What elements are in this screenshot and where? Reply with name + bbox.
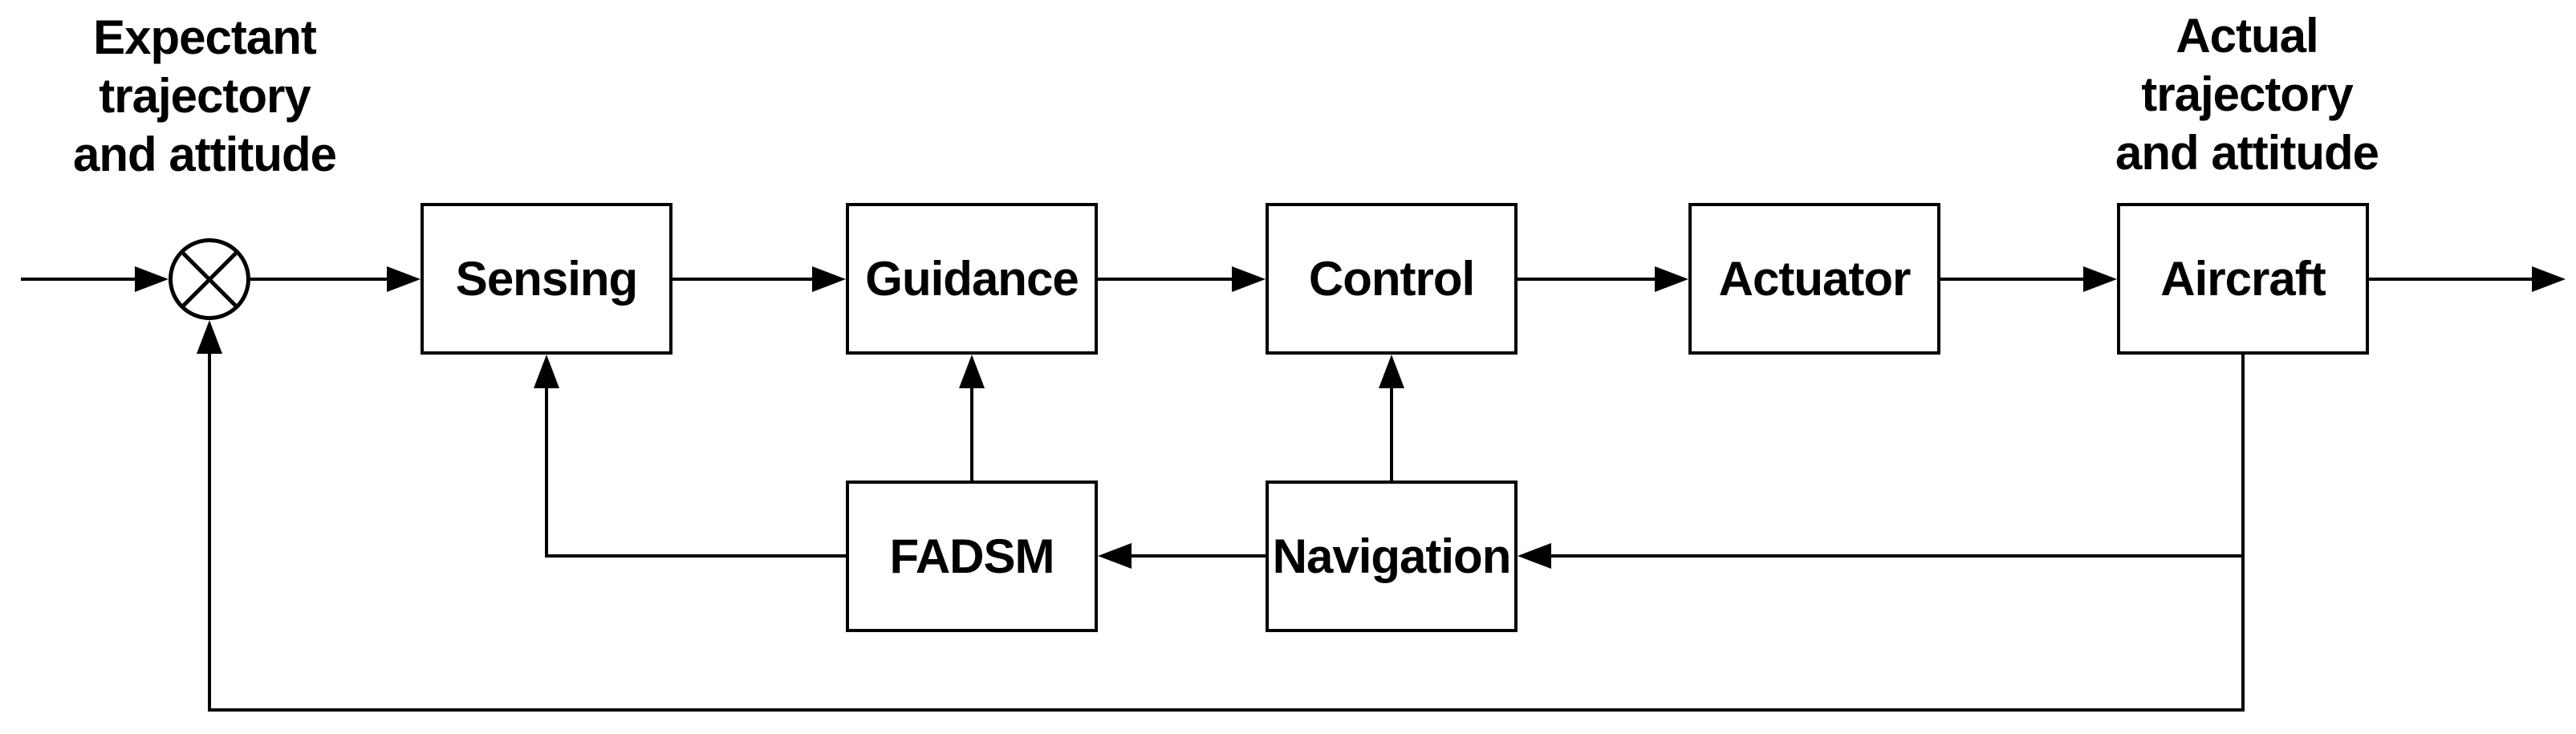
output-annotation-line2: trajectory: [2141, 67, 2353, 121]
edge-actuator-to-aircraft-arrowhead: [2083, 266, 2117, 292]
block-fadsm-label: FADSM: [889, 529, 1055, 583]
edge-sum-to-sensing-line: [250, 278, 388, 281]
edge-navigation-to-fadsm-arrowhead: [1098, 543, 1132, 569]
block-actuator: Actuator: [1688, 203, 1940, 355]
edge-feedback-arrowhead: [197, 320, 222, 354]
input-annotation-line1: Expectant: [93, 10, 317, 64]
block-aircraft-label: Aircraft: [2160, 252, 2326, 306]
edge-feedback-left-vline: [208, 354, 211, 712]
output-annotation: Actual trajectory and attitude: [2046, 6, 2448, 182]
edge-sensing-to-guidance-arrowhead: [812, 266, 846, 292]
input-annotation-line2: trajectory: [99, 69, 311, 123]
edge-fadsm-to-sensing-arrowhead: [534, 355, 559, 388]
edge-feedback-bottom-line: [208, 708, 2245, 712]
edge-control-to-actuator-arrowhead: [1655, 266, 1688, 292]
block-navigation-label: Navigation: [1272, 529, 1512, 583]
edge-input-arrowhead: [135, 266, 169, 292]
edge-aircraft-to-navigation-line: [1551, 554, 2245, 558]
edge-guidance-to-control-line: [1098, 278, 1233, 281]
block-sensing: Sensing: [421, 203, 672, 355]
edge-input-line: [21, 278, 136, 281]
output-annotation-line3: and attitude: [2115, 126, 2379, 180]
edge-output-line: [2369, 278, 2532, 281]
edge-fadsm-to-guidance-line: [970, 387, 973, 481]
block-control-label: Control: [1308, 252, 1475, 306]
edge-guidance-to-control-arrowhead: [1232, 266, 1266, 292]
block-actuator-label: Actuator: [1718, 252, 1912, 306]
block-fadsm: FADSM: [846, 481, 1098, 632]
block-guidance-label: Guidance: [865, 252, 1079, 306]
block-guidance: Guidance: [846, 203, 1098, 355]
edge-fadsm-to-guidance-arrowhead: [959, 355, 985, 388]
edge-navigation-to-control-arrowhead: [1379, 355, 1404, 388]
edge-output-arrowhead: [2532, 266, 2566, 292]
edge-aircraft-to-navigation-arrowhead: [1518, 543, 1551, 569]
summing-junction-icon: [169, 238, 250, 320]
output-annotation-line1: Actual: [2176, 9, 2318, 63]
block-navigation: Navigation: [1266, 481, 1518, 632]
input-annotation-line3: and attitude: [73, 128, 337, 181]
edge-sum-to-sensing-arrowhead: [387, 266, 421, 292]
input-annotation: Expectant trajectory and attitude: [4, 8, 405, 184]
edge-fadsm-to-sensing-hline: [545, 554, 846, 558]
block-sensing-label: Sensing: [455, 252, 638, 306]
block-aircraft: Aircraft: [2117, 203, 2369, 355]
edge-navigation-to-control-line: [1390, 387, 1393, 481]
edge-control-to-actuator-line: [1518, 278, 1656, 281]
edge-aircraft-feedback-vline: [2241, 355, 2245, 712]
edge-fadsm-to-sensing-vline: [545, 387, 548, 558]
edge-sensing-to-guidance-line: [672, 278, 814, 281]
edge-navigation-to-fadsm-line: [1132, 554, 1266, 558]
block-control: Control: [1266, 203, 1518, 355]
edge-actuator-to-aircraft-line: [1940, 278, 2085, 281]
